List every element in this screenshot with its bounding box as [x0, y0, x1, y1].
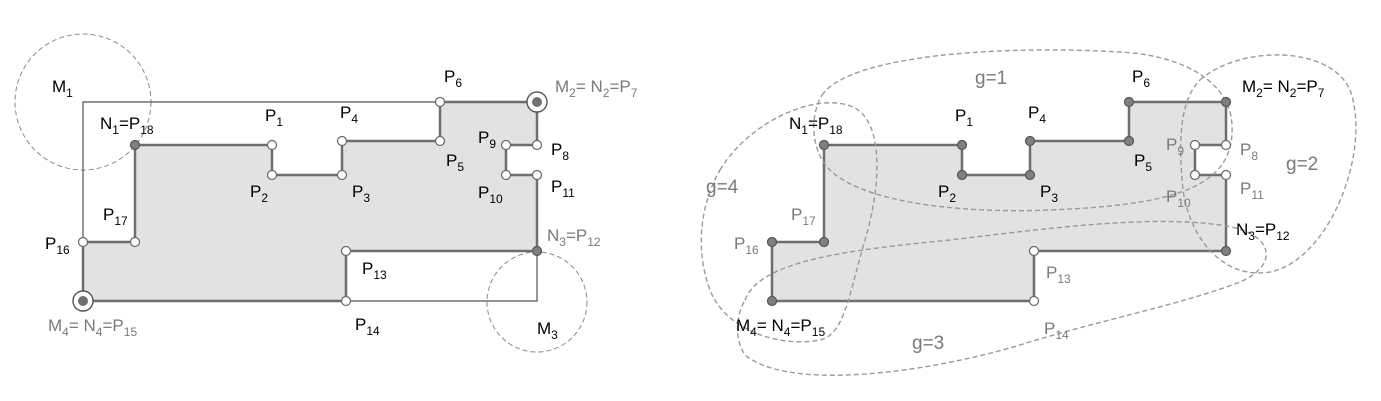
label-p6: P6 — [444, 67, 462, 90]
label-g3: g=3 — [912, 333, 944, 354]
vertex-p12 — [531, 245, 543, 257]
vertex-p10 — [500, 169, 512, 181]
vertex-p2 — [266, 169, 278, 181]
label-n1: N1=P18 — [789, 114, 843, 137]
vertex-p18 — [818, 139, 830, 151]
label-p10: P10 — [1166, 187, 1191, 210]
label-p6: P6 — [1132, 67, 1150, 90]
outer-boundary-right — [346, 251, 538, 302]
label-g1: g=1 — [975, 68, 1007, 89]
vertex-p7 — [532, 97, 542, 107]
vertex-p10 — [1189, 169, 1201, 181]
vertex-p7 — [1220, 96, 1232, 108]
label-n3: N3=P12 — [1236, 220, 1290, 243]
label-p17: P17 — [103, 205, 128, 228]
label-m2: M2= N2=P7 — [555, 77, 638, 100]
right-vertices — [766, 96, 1232, 307]
vertex-p5 — [1123, 135, 1135, 147]
label-p14: P14 — [1044, 319, 1069, 342]
label-m4: M4= N4=P15 — [48, 316, 137, 339]
label-m3: M3 — [537, 319, 558, 342]
vertex-p8 — [1220, 139, 1232, 151]
label-p13: P13 — [1046, 263, 1071, 286]
label-p9: P9 — [1166, 135, 1184, 158]
vertex-p1 — [266, 139, 278, 151]
label-n1: N1=P18 — [100, 114, 154, 137]
vertex-p4 — [1024, 135, 1036, 147]
label-p3: P3 — [352, 182, 370, 205]
right-labels: P1 P2 P3 P4 P5 P6 P8 P9 P10 P11 P13 P14 … — [734, 67, 1325, 342]
vertex-p16 — [77, 236, 89, 248]
label-p13: P13 — [362, 259, 387, 282]
label-m1: M1 — [52, 77, 73, 100]
label-n3: N3=P12 — [547, 226, 601, 249]
vertex-p13 — [340, 245, 352, 257]
vertex-p1 — [956, 139, 968, 151]
group-blobs — [700, 49, 1357, 376]
label-p16: P16 — [734, 234, 759, 257]
vertex-p11 — [1220, 169, 1232, 181]
vertex-p12 — [1220, 245, 1232, 257]
blob-g4 — [700, 102, 878, 343]
label-g2: g=2 — [1286, 154, 1318, 175]
blob-g3 — [736, 220, 1267, 376]
vertex-p13 — [1028, 245, 1040, 257]
blob-g2 — [1179, 54, 1357, 274]
left-vertices — [72, 91, 548, 312]
label-m2: M2= N2=P7 — [1242, 77, 1325, 100]
vertex-p17 — [818, 236, 830, 248]
label-p10: P10 — [478, 183, 503, 206]
label-g4: g=4 — [706, 177, 739, 198]
label-p14: P14 — [355, 315, 380, 338]
vertex-p18 — [129, 139, 141, 151]
label-m4: M4= N4=P15 — [736, 316, 825, 339]
vertex-p6 — [1123, 96, 1135, 108]
vertex-p11 — [531, 169, 543, 181]
vertex-p15 — [78, 296, 88, 306]
vertex-p17 — [129, 236, 141, 248]
vertex-p9 — [500, 139, 512, 151]
label-p1: P1 — [265, 106, 283, 129]
label-p4: P4 — [340, 103, 358, 126]
label-p4: P4 — [1028, 103, 1046, 126]
vertex-p4 — [336, 135, 348, 147]
label-p11: P11 — [551, 177, 575, 200]
left-labels: M1 M3 P1 P2 P3 P4 P5 P6 P8 P9 P10 P11 P1… — [45, 67, 638, 342]
vertex-p14 — [1028, 295, 1040, 307]
label-p5: P5 — [1134, 151, 1152, 174]
label-p2: P2 — [250, 182, 268, 205]
label-p8: P8 — [551, 140, 569, 163]
group-labels: g=1 g=2 g=3 g=4 — [706, 68, 1318, 354]
label-p17: P17 — [791, 205, 816, 228]
vertex-p16 — [766, 236, 778, 248]
blob-g1 — [813, 49, 1233, 212]
vertex-p15 — [766, 295, 778, 307]
left-diagram: M1 M3 P1 P2 P3 P4 P5 P6 P8 P9 P10 P11 P1… — [14, 33, 638, 353]
label-p3: P3 — [1040, 182, 1058, 205]
label-p8: P8 — [1240, 140, 1258, 163]
outer-boundary-top — [82, 101, 440, 242]
vertex-p6 — [434, 96, 446, 108]
vertex-p3 — [1024, 169, 1036, 181]
label-p16: P16 — [45, 234, 70, 257]
label-p11: P11 — [1240, 179, 1264, 202]
vertex-p8 — [531, 139, 543, 151]
label-p5: P5 — [446, 151, 464, 174]
right-diagram: g=1 g=2 g=3 g=4 P1 P2 P3 P4 P5 P6 P8 P9 … — [700, 49, 1357, 376]
label-p1: P1 — [955, 106, 973, 129]
vertex-p14 — [340, 295, 352, 307]
label-p2: P2 — [938, 182, 956, 205]
vertex-p9 — [1189, 139, 1201, 151]
vertex-p2 — [956, 169, 968, 181]
vertex-p5 — [434, 135, 446, 147]
vertex-p3 — [336, 169, 348, 181]
label-p9: P9 — [478, 128, 496, 151]
